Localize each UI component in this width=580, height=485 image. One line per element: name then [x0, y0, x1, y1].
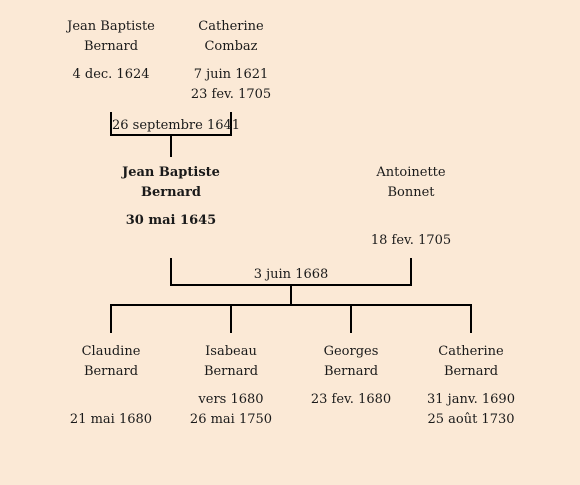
child-card: Georges Bernard 23 fev. 1680 [276, 342, 426, 410]
mother-death: 18 fev. 1705 [370, 233, 452, 248]
father-birth: 30 mai 1645 [125, 213, 217, 228]
child-date-2: 25 août 1730 [427, 412, 515, 427]
child-last-name: Bernard [443, 364, 499, 379]
grandmother-first-name: Catherine [198, 19, 264, 34]
child-date-1: vers 1680 [198, 392, 264, 407]
child-card: Claudine Bernard 21 mai 1680 [36, 342, 186, 430]
mother-first-name: Antoinette [376, 165, 446, 180]
child-date-1: 23 fev. 1680 [310, 392, 392, 407]
father-last-name: Bernard [141, 185, 201, 200]
parents-marriage-date: 3 juin 1668 [231, 267, 351, 283]
child-card: Isabeau Bernard vers 1680 26 mai 1750 [156, 342, 306, 430]
child-first-name: Claudine [81, 344, 141, 359]
child-date-1: 31 janv. 1690 [427, 392, 515, 407]
child-card: Catherine Bernard 31 janv. 1690 25 août … [396, 342, 546, 430]
mother-last-name: Bonnet [387, 185, 435, 200]
grandfather-last-name: Bernard [83, 39, 139, 54]
child-first-name: Georges [323, 344, 379, 359]
father-card: Jean Baptiste Bernard 30 mai 1645 [96, 163, 246, 231]
child-last-name: Bernard [323, 364, 379, 379]
child-date-2: 26 mai 1750 [189, 412, 273, 427]
grandparents-marriage-date: 26 septembre 1641 [112, 118, 241, 134]
grandfather-first-name: Jean Baptiste [67, 19, 155, 34]
child-last-name: Bernard [203, 364, 259, 379]
child-first-name: Catherine [438, 344, 504, 359]
mother-card: Antoinette Bonnet 18 fev. 1705 [336, 163, 486, 251]
grandfather-birth: 4 dec. 1624 [72, 67, 150, 82]
child-first-name: Isabeau [205, 344, 257, 359]
child-date-2: 21 mai 1680 [69, 412, 153, 427]
grandmother-card: Catherine Combaz 7 juin 1621 23 fev. 170… [156, 17, 306, 105]
grandmother-last-name: Combaz [204, 39, 258, 54]
father-first-name: Jean Baptiste [122, 165, 220, 180]
grandmother-death: 23 fev. 1705 [190, 87, 272, 102]
grandfather-card: Jean Baptiste Bernard 4 dec. 1624 [36, 17, 186, 85]
child-last-name: Bernard [83, 364, 139, 379]
grandmother-birth: 7 juin 1621 [193, 67, 269, 82]
